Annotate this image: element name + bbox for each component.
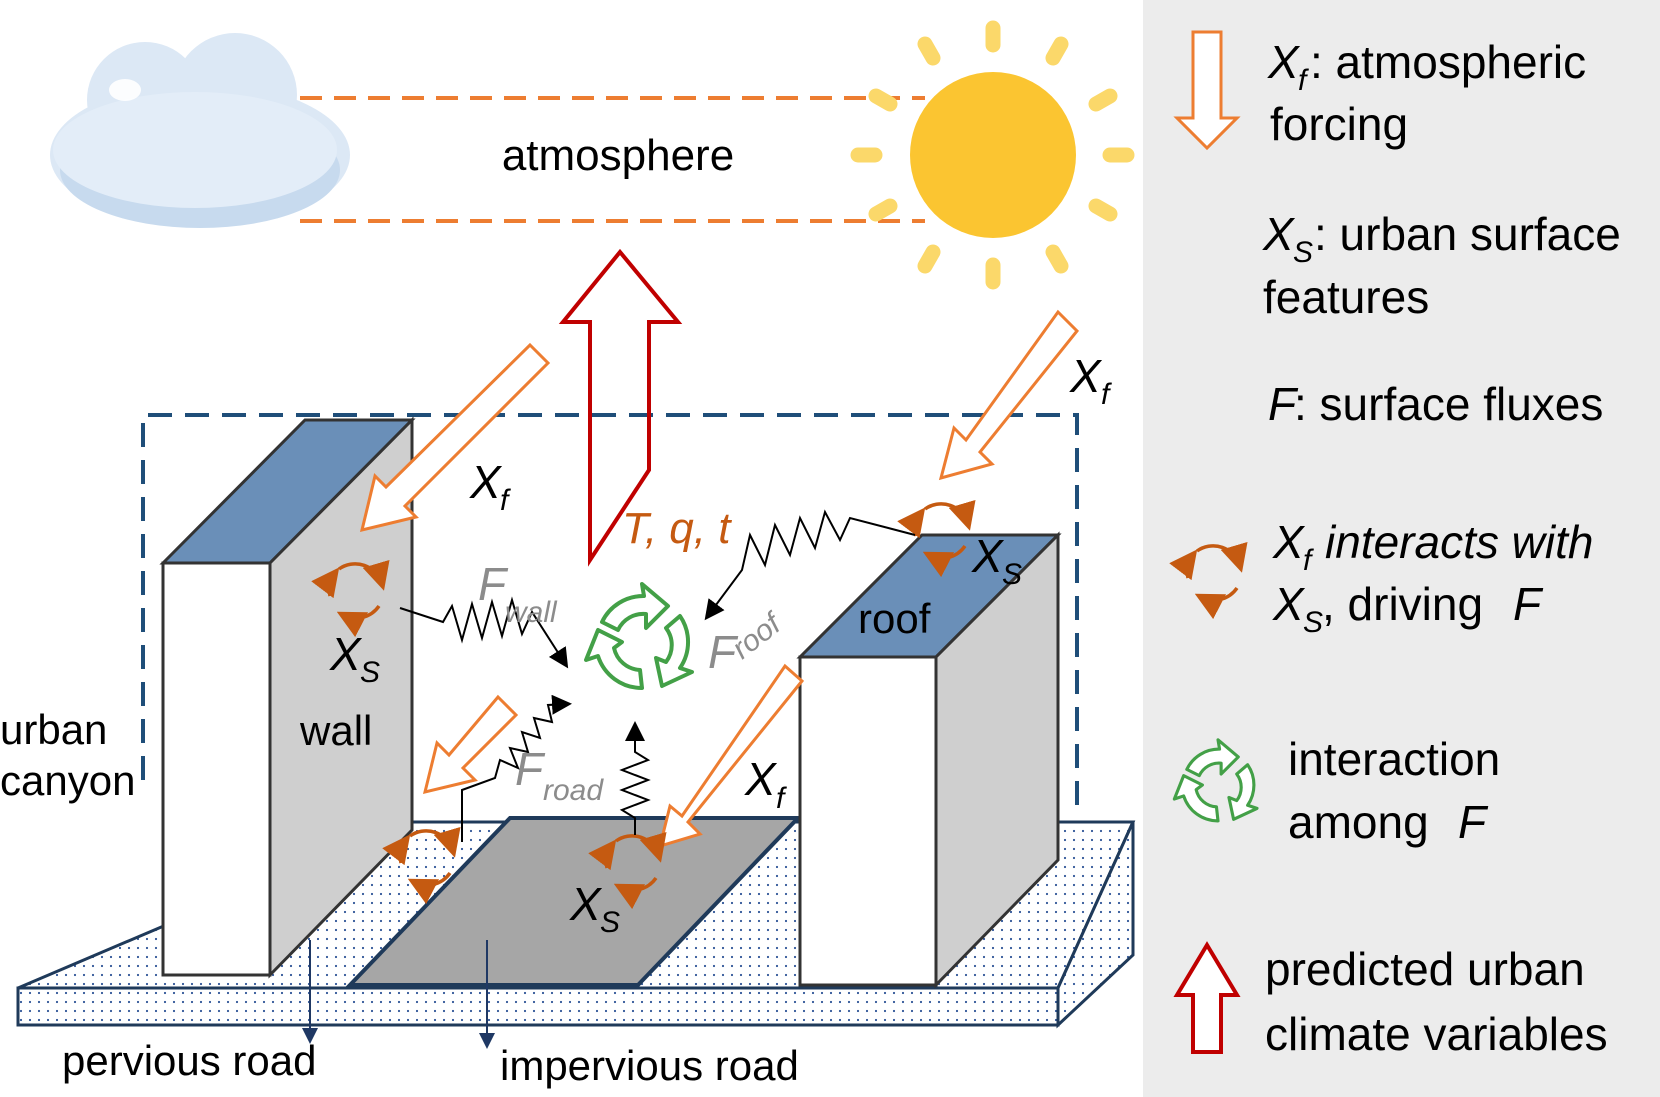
- legend-2-symbol: X: [1262, 208, 1296, 260]
- xf-label-road: X: [744, 753, 778, 805]
- legend-5-text: interaction: [1288, 733, 1500, 785]
- xs-label-roof: X: [971, 530, 1005, 582]
- f-road-label: F: [515, 743, 546, 795]
- xs-label-road: X: [569, 878, 603, 930]
- legend-5-tail: F: [1458, 796, 1489, 848]
- pervious-road-label: pervious road: [62, 1037, 316, 1084]
- legend-4-symbol2: X: [1272, 578, 1306, 630]
- legend-1-sub: f: [1298, 64, 1309, 97]
- flux-line-road-pervious: [461, 694, 572, 842]
- xs-sub-wall: S: [360, 656, 380, 689]
- forcing-arrows: [359, 309, 1080, 849]
- sun-icon: [850, 20, 1135, 290]
- legend-3-symbol: F: [1268, 378, 1299, 430]
- xs-sub-road: S: [600, 906, 620, 939]
- tqt-label: T, q, t: [622, 504, 732, 553]
- f-wall-label: F: [478, 558, 509, 610]
- legend-6-text2: climate variables: [1265, 1008, 1608, 1060]
- flux-labels: F wall F roof F road: [478, 558, 789, 807]
- impervious-road: [345, 816, 803, 987]
- left-building: [159, 416, 416, 979]
- legend-1-symbol: X: [1267, 36, 1301, 88]
- legend-panel: [1143, 0, 1660, 1097]
- legend-1-text2: forcing: [1270, 98, 1408, 150]
- legend-5-text2: among: [1288, 796, 1429, 848]
- xf-labels: X f X f X f: [469, 350, 1112, 815]
- forcing-arrow-wall: [359, 342, 551, 533]
- flux-line-wall: [399, 596, 569, 669]
- xf-sub-wall: f: [500, 484, 511, 517]
- xf-sub-roof: f: [1101, 378, 1112, 411]
- f-road-sub: road: [543, 774, 604, 807]
- forcing-arrow-pervious: [422, 694, 519, 795]
- right-building: [796, 531, 1062, 989]
- legend-2-sub: S: [1293, 236, 1313, 269]
- atmosphere-label: atmosphere: [502, 131, 734, 180]
- legend-4-text: interacts with: [1325, 516, 1593, 568]
- impervious-road-label: impervious road: [500, 1042, 799, 1089]
- urban-canyon-box: [141, 413, 1079, 815]
- legend-forcing-arrow-icon: [1173, 30, 1241, 151]
- xf-label-wall: X: [469, 456, 503, 508]
- roof-label: roof: [858, 595, 931, 642]
- legend-6-text: predicted urban: [1265, 943, 1585, 995]
- flux-interaction-cycle: [584, 582, 694, 691]
- f-wall-sub: wall: [505, 596, 558, 629]
- xf-sub-road: f: [776, 782, 787, 815]
- xs-sub-roof: S: [1002, 558, 1022, 591]
- legend-4-sub2: S: [1303, 606, 1323, 639]
- xf-label-roof: X: [1069, 350, 1103, 402]
- urban-canyon-label-line2: canyon: [0, 757, 135, 804]
- right-building-front: [798, 655, 938, 987]
- flux-lines: [399, 509, 916, 842]
- legend-3-text: : surface fluxes: [1294, 378, 1603, 430]
- cloud-icon: [50, 33, 350, 228]
- legend-4-text2: , driving: [1322, 578, 1483, 630]
- forcing-arrow-roof: [938, 309, 1080, 481]
- predicted-variables-arrow: [558, 248, 683, 567]
- legend-4-tail: F: [1513, 578, 1544, 630]
- wall-label: wall: [299, 707, 372, 754]
- legend-predicted-arrow-icon: [1173, 941, 1241, 1054]
- xs-label-wall: X: [329, 628, 363, 680]
- flux-line-road-impervious: [619, 721, 651, 835]
- f-roof-label: F: [708, 626, 739, 678]
- forcing-arrow-impervious: [657, 663, 805, 849]
- legend-2-text2: features: [1263, 271, 1429, 323]
- left-building-front: [161, 561, 272, 977]
- legend-2-text: : urban surface: [1314, 208, 1621, 260]
- urban-canyon-label-line1: urban: [0, 706, 107, 753]
- legend-4-symbol: X: [1272, 516, 1306, 568]
- xs-labels: X S X S X S: [329, 530, 1022, 939]
- legend-1-text: : atmospheric: [1310, 36, 1586, 88]
- flux-line-roof: [704, 509, 916, 621]
- legend-4-sub: f: [1303, 544, 1314, 577]
- legend: X f : atmospheric forcing X S : urban su…: [1172, 30, 1621, 1060]
